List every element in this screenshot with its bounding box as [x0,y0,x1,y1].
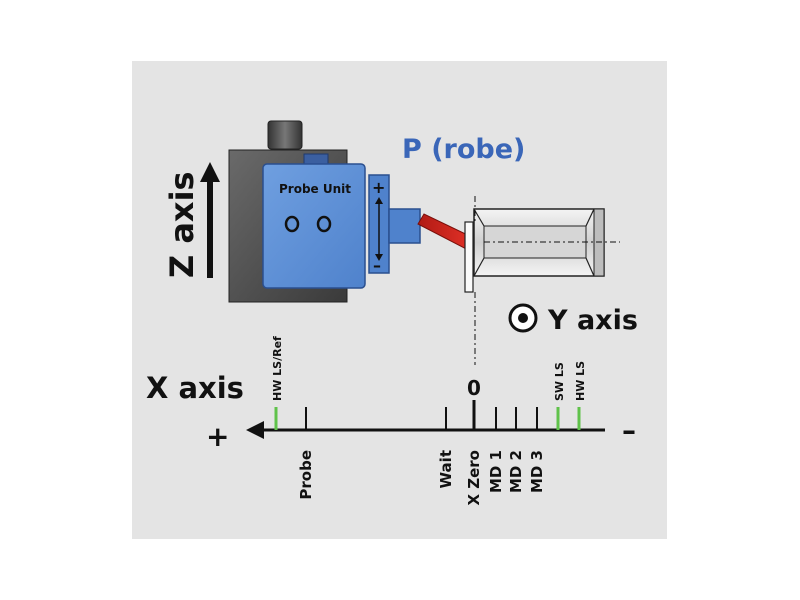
probe-unit-hole-left [284,215,300,233]
label-md1: MD 1 [487,450,505,493]
label-sw-ls: SW LS [553,362,566,401]
label-md2: MD 2 [507,450,525,493]
y-axis-label: Y axis [547,305,638,336]
z-axis-label: Z axis [163,171,201,278]
label-md3: MD 3 [528,450,546,493]
probe-title: P (robe) [402,134,525,165]
slider-minus: – [373,256,381,275]
label-hw-ls: HW LS [574,361,587,401]
probe-connector [388,208,421,244]
label-probe: Probe [297,450,315,500]
x-axis-label: X axis [146,371,244,405]
label-hw-ls-ref: HW LS/Ref [271,336,284,401]
x-zero-number: 0 [467,376,481,400]
slider-plus: + [372,178,385,197]
z-axis-indicator: Z axis [163,162,220,278]
workpiece-plate [464,221,474,293]
probe-unit: Probe Unit [262,153,366,289]
x-axis-minus-label: – [622,414,636,447]
probe-unit-label: Probe Unit [279,182,351,196]
probe-unit-hole-right [316,215,332,233]
probe-slider: + – [368,174,390,275]
workpiece-cylinder [473,208,620,277]
diagram-panel [132,61,667,539]
x-axis-plus-label: + [206,420,229,453]
label-x-zero: X Zero [465,450,483,506]
housing-cap [267,120,303,150]
x-axis-line [246,421,605,439]
y-axis-indicator: Y axis [508,303,638,336]
label-wait: Wait [437,450,455,488]
